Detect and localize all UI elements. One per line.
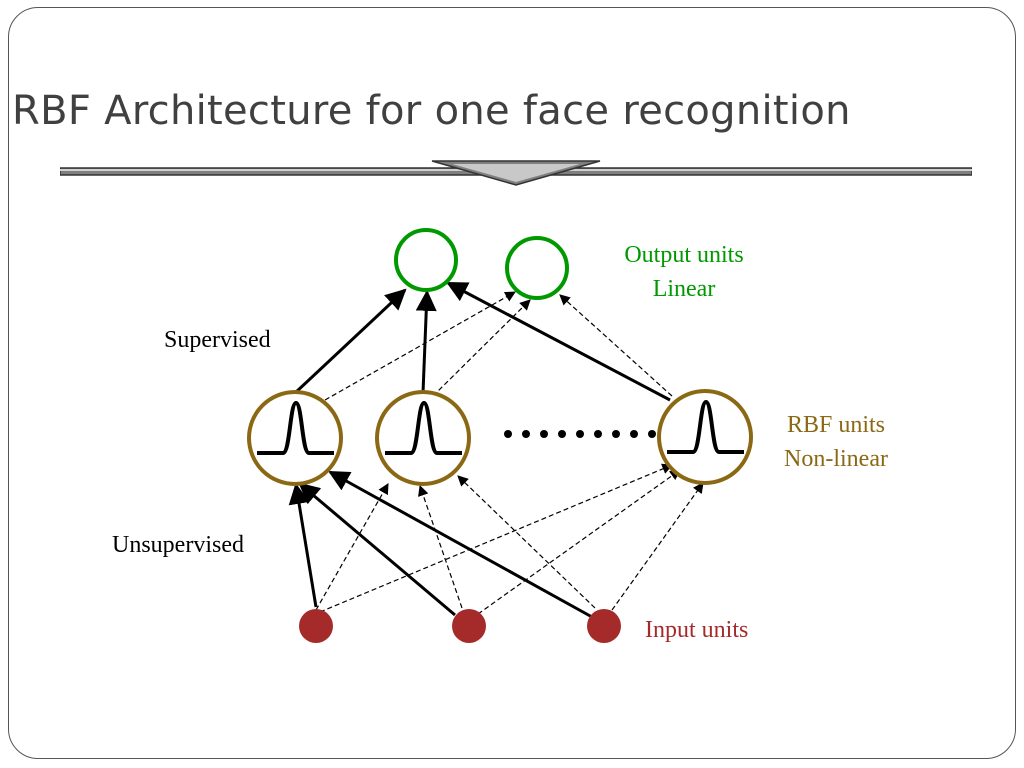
output-unit-2 <box>505 236 569 300</box>
slide-frame <box>8 7 1016 759</box>
rbf-unit-1 <box>247 390 343 486</box>
slide-title: RBF Architecture for one face recognitio… <box>12 88 851 134</box>
edge-rbf3-out2 <box>559 294 673 397</box>
edge-in1-rbf3 <box>319 463 673 613</box>
input-unit-3 <box>587 609 621 643</box>
input-unit-2 <box>452 609 486 643</box>
rbf-units-label-line2: Non-linear <box>784 446 888 472</box>
edge-rbf3-out1 <box>446 281 671 402</box>
rbf-units-label: RBF units Non-linear <box>766 408 906 476</box>
edge-in3-rbf1 <box>328 470 593 619</box>
rbf-units-label-line1: RBF units <box>786 412 886 438</box>
edge-in1-rbf1 <box>288 482 318 608</box>
edge-rbf2-out2 <box>432 299 531 397</box>
input-unit-1 <box>299 609 333 643</box>
edge-in3-rbf3 <box>611 482 704 611</box>
edge-in2-rbf1 <box>298 482 456 617</box>
input-units-label: Input units <box>645 617 749 643</box>
output-unit-1 <box>394 228 458 292</box>
edge-rbf1-out1 <box>293 288 407 395</box>
output-units-label-line1: Output units <box>624 242 744 268</box>
edge-in3-rbf2 <box>457 475 596 609</box>
edge-in1-rbf2 <box>315 483 389 611</box>
output-units-label-line2: Linear <box>652 276 716 302</box>
output-units-label: Output units Linear <box>600 238 768 306</box>
rbf-unit-3 <box>657 389 753 485</box>
title-divider <box>60 160 972 186</box>
rbf-unit-2 <box>375 390 471 486</box>
edge-rbf1-out2 <box>324 291 516 401</box>
ellipsis-dots <box>504 430 656 438</box>
edge-in2-rbf2 <box>418 484 463 609</box>
unsupervised-label: Unsupervised <box>112 532 244 558</box>
supervised-label: Supervised <box>164 327 271 353</box>
edge-in2-rbf3 <box>477 469 681 615</box>
